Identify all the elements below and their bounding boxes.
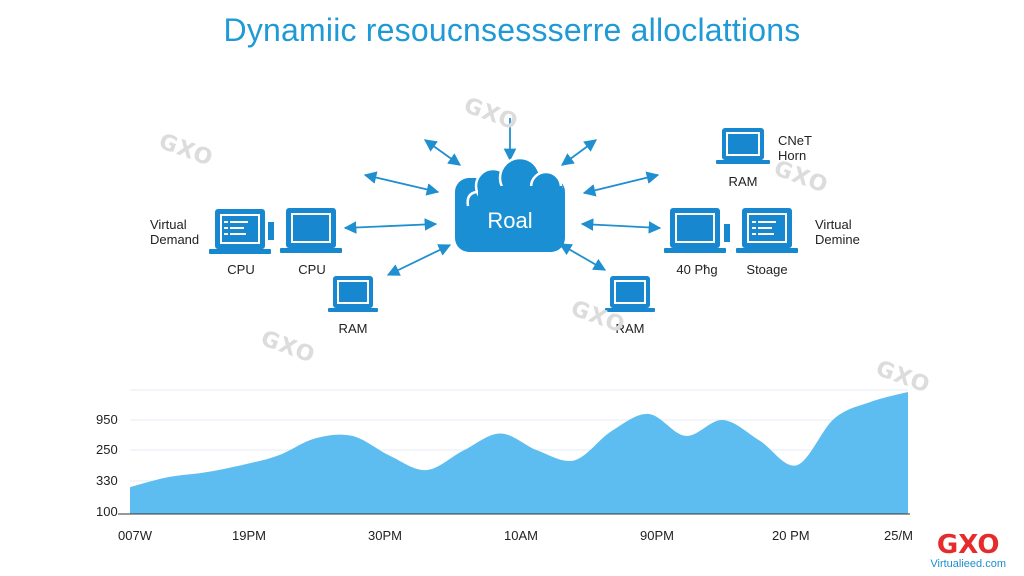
node-label-cpu: CPU [227,262,255,277]
arrow-left-low [386,244,452,276]
y-tick-label: 950 [96,412,118,427]
laptop-icon [664,208,730,253]
page-title: Dynamiic resoucnsessserre alloclattions [223,12,801,48]
node-label-virtual-demand: Virtual Demand [150,217,200,247]
x-tick-label: 90PM [640,528,674,543]
cloud-node-label: Roal [487,208,532,233]
arrow-right-low [558,243,607,271]
arrow-upper-left [423,139,462,166]
node-label-virtual-demine: Virtual Demine [815,217,860,247]
x-tick-label: 19PM [232,528,266,543]
monitor-icon [280,208,342,253]
node-label-cnet-horn: CNeT Horn [778,133,812,163]
area-series [130,392,908,514]
y-tick-label: 330 [96,473,118,488]
laptop-icon [716,128,770,164]
node-label-ram: RAM [728,174,758,189]
x-tick-label: 007W [118,528,152,543]
brand-logo-mark: GXO [936,530,1000,560]
y-tick-label: 100 [96,504,118,519]
laptop-icon [328,276,378,312]
connection-arrows [343,118,662,276]
arrow-left-mid [343,218,438,234]
laptop-icon [209,209,274,254]
x-tick-label: 20 PM [772,528,810,543]
cloud-icon [466,156,563,207]
laptop-icon [605,276,655,312]
arrow-left-high [363,171,440,196]
node-label-cpu: CPU [298,262,326,277]
node-label-ram: RAM [338,321,368,336]
monitor-icon [736,208,798,253]
arrow-right-high [582,171,660,197]
node-label-40: 40 Pħg [676,262,718,277]
node-label-ram: RAM [615,321,645,336]
node-label-storage: Stoage [746,262,788,277]
area-chart [118,389,910,515]
arrow-right-mid [580,218,662,234]
x-tick-label: 30PM [368,528,402,543]
brand-logo: GXO Virtualieed.com [930,532,1006,570]
x-tick-label: 25/M [884,528,913,543]
arrow-upper-right [560,139,598,166]
brand-logo-site: Virtualieed.com [930,558,1006,570]
cloud-node: Roal [455,156,565,252]
y-tick-label: 250 [96,442,118,457]
x-tick-label: 10AM [504,528,538,543]
